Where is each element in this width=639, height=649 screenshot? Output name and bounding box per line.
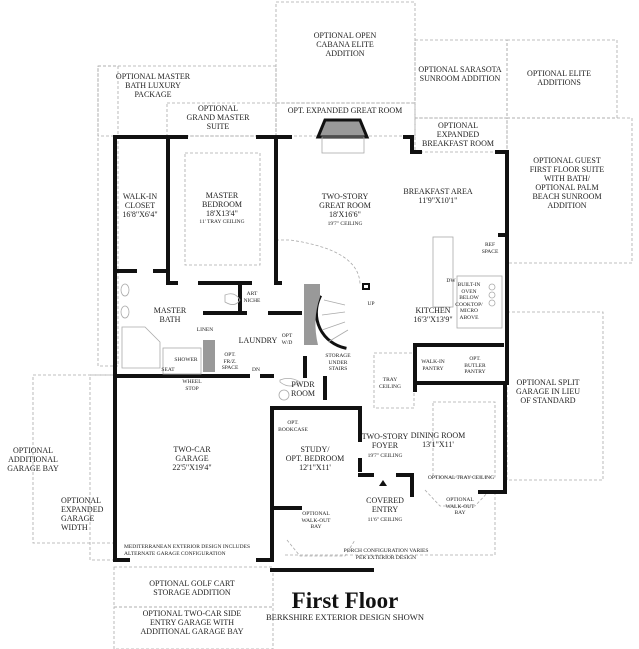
option-sarasota-sunroom: Optional Sarasota Sunroom Addition xyxy=(418,65,502,83)
room-walk-in-closet: Walk-in Closet 16'8"X6'4" xyxy=(122,192,158,219)
master-bedroom-ceiling: 11' Tray Ceiling xyxy=(199,219,245,225)
linen: Linen xyxy=(196,327,214,333)
foyer-tray-ceiling: Tray Ceiling xyxy=(379,377,401,390)
great-room-ceiling: 19'7" Ceiling xyxy=(327,221,363,227)
room-foyer: Two-Story Foyer xyxy=(361,432,409,450)
option-grand-master-suite: Optional Grand Master Suite xyxy=(186,104,250,131)
dining-tray-ceiling: Optional Tray Ceiling xyxy=(427,475,495,481)
option-expanded-great-room: Opt. Expanded Great Room xyxy=(287,106,403,115)
room-powder: PWDR Room xyxy=(290,380,316,398)
storage-under-stairs: Storage Under Stairs xyxy=(325,353,351,373)
room-kitchen: Kitchen 16'3"X13'9" xyxy=(413,306,453,324)
option-cabana: Optional Open Cabana Elite Addition xyxy=(313,31,377,58)
option-additional-garage-bay: Optional Additional Garage Bay xyxy=(7,446,59,473)
option-elite-additions: Optional Elite Additions xyxy=(527,69,591,87)
walls xyxy=(113,135,509,572)
ref-space: Ref Space xyxy=(481,242,499,255)
fixtures xyxy=(120,236,503,401)
option-split-garage: Optional Split Garage in Lieu of Standar… xyxy=(516,378,580,405)
walk-in-pantry: Walk-in Pantry xyxy=(421,359,445,372)
option-master-bath-luxury: Optional Master Bath Luxury Package xyxy=(115,72,191,99)
opt-bookcase: Opt. Bookcase xyxy=(278,420,308,433)
room-study: Study/ Opt. Bedroom 12'1"X11' xyxy=(285,445,345,472)
butler-pantry: Opt. Butler Pantry xyxy=(464,356,486,376)
room-garage: Two-Car Garage 22'5"X19'4" xyxy=(172,445,212,472)
room-master-bath: Master Bath xyxy=(153,306,187,324)
option-expanded-garage-width: Optional Expanded Garage Width xyxy=(61,496,104,532)
dishwasher: DW xyxy=(446,278,456,284)
option-expanded-breakfast: Optional Expanded Breakfast Room xyxy=(422,121,494,148)
room-laundry: Laundry xyxy=(238,336,278,345)
walk-out-bay-dining: Optional Walk-out Bay xyxy=(445,497,475,517)
room-master-bedroom: Master Bedroom 18'X13'4" xyxy=(201,191,243,218)
shower: Shower xyxy=(174,357,198,363)
entry-ceiling: 11'6" Ceiling xyxy=(367,517,403,523)
walk-out-bay-study: Optional Walk-out Bay xyxy=(301,511,331,531)
room-great-room: Two-Story Great Room 18'X16'6" xyxy=(319,192,371,219)
foyer-ceiling: 19'7" Ceiling xyxy=(367,453,403,459)
room-dining: Dining Room 13'1"X11' xyxy=(410,431,466,449)
room-covered-entry: Covered Entry xyxy=(366,496,404,514)
oven-cooktop-note: Built-in Oven Below Cooktop/ Micro Above xyxy=(455,282,483,321)
optional-area-outlines xyxy=(32,1,633,649)
stair-up: UP xyxy=(367,301,375,307)
option-side-entry-garage: Optional Two-Car Side Entry Garage with … xyxy=(140,609,244,636)
plan-title: First Floor xyxy=(291,588,399,613)
stair-down: DN xyxy=(252,367,260,373)
entry-arrow-icon xyxy=(379,480,387,486)
wall-fills xyxy=(203,284,320,372)
opt-freezer-space: Opt. Fr/Z. Space xyxy=(221,352,239,372)
opt-wd: Opt W/D xyxy=(281,333,293,346)
option-guest-suite: Optional Guest First Floor Suite With Ba… xyxy=(529,156,605,210)
fireplace xyxy=(315,118,370,154)
mediterranean-note: Mediterranean exterior design includes a… xyxy=(124,544,251,557)
art-niche: Art Niche xyxy=(243,291,261,304)
seat: Seat xyxy=(161,367,175,373)
plan-subtitle: BERKSHIRE EXTERIOR DESIGN SHOWN xyxy=(266,612,424,622)
porch-note: Porch configuration varies per exterior … xyxy=(343,548,429,561)
option-golf-cart: Optional Golf Cart Storage Addition xyxy=(149,579,235,597)
wheel-stop: Wheel Stop xyxy=(182,379,202,392)
room-breakfast-area: Breakfast Area 11'9"X10'1" xyxy=(403,187,473,205)
